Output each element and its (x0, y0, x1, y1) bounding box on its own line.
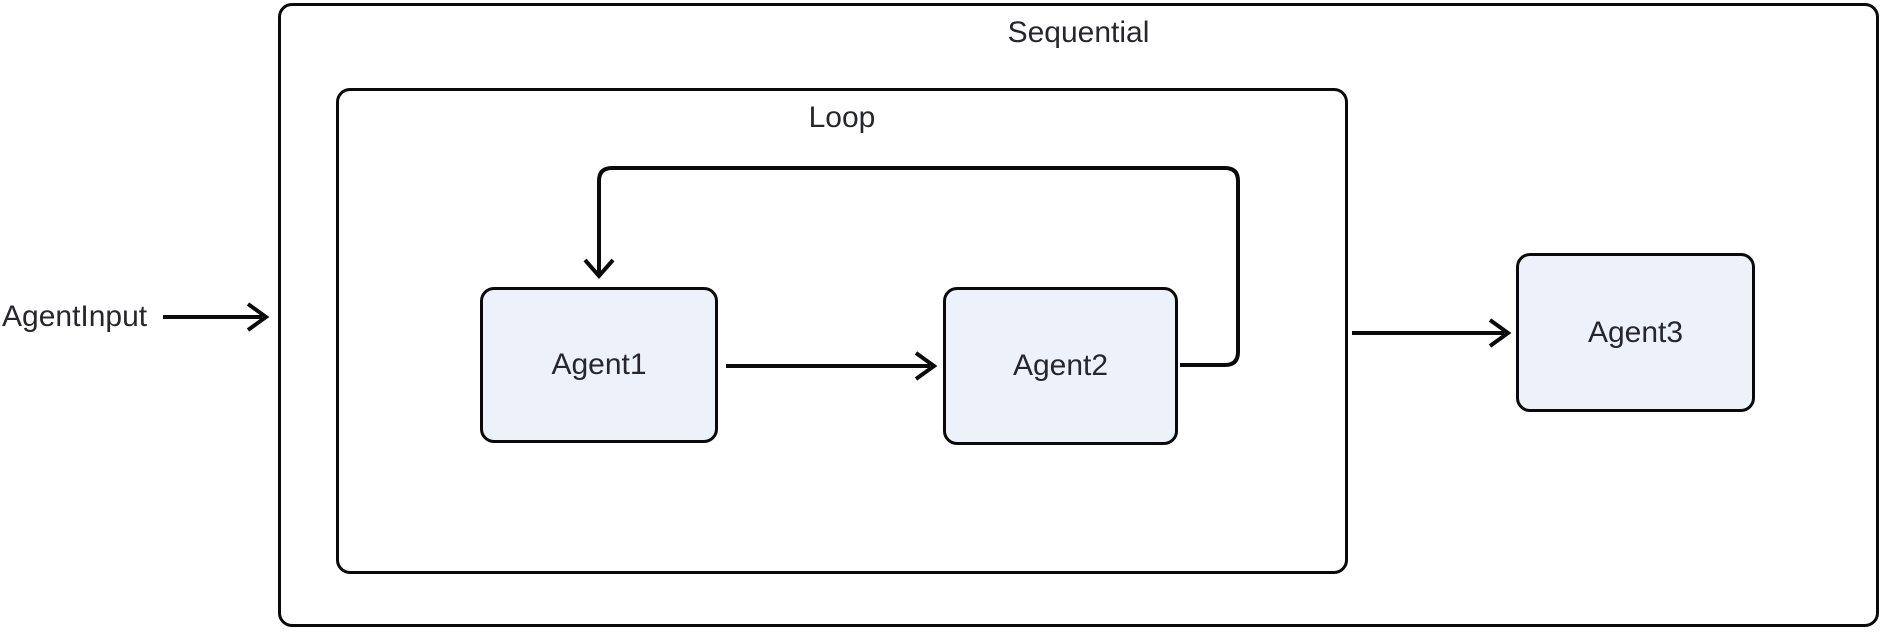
container-loop-label: Loop (808, 101, 876, 134)
node-agent3-label: Agent3 (1587, 315, 1684, 349)
agentinput-label: AgentInput (2, 300, 148, 333)
edge-agentinput-to-sequential (163, 302, 270, 332)
container-sequential-label: Sequential (1007, 16, 1150, 49)
node-agent3: Agent3 (1516, 253, 1755, 412)
node-agent1-label: Agent1 (551, 348, 647, 381)
arrowhead-right-icon (246, 302, 270, 332)
node-agent2-label: Agent2 (1012, 349, 1109, 382)
node-agent1: Agent1 (480, 287, 718, 443)
node-agent2: Agent2 (943, 287, 1178, 445)
